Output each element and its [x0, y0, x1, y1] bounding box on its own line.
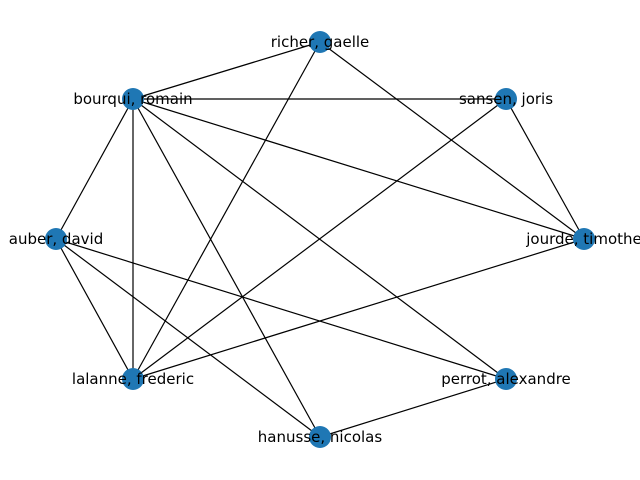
node-richer[interactable]: [309, 31, 331, 53]
node-hanusse[interactable]: [309, 426, 331, 448]
node-label-richer: richer, gaelle: [271, 33, 370, 51]
node-label-hanusse: hanusse, nicolas: [258, 428, 383, 446]
edge-richer-bourqui: [132, 41, 321, 100]
node-label-perrot: perrot, alexandre: [441, 370, 571, 388]
nodes-layer: [45, 31, 595, 448]
edge-auber-hanusse: [55, 238, 321, 438]
node-label-jourde: jourde, timothe: [525, 230, 640, 248]
node-label-bourqui: bourqui, romain: [73, 90, 192, 108]
node-label-auber: auber, david: [9, 230, 103, 248]
edge-perrot-hanusse: [319, 378, 507, 438]
node-jourde[interactable]: [573, 228, 595, 250]
node-lalanne[interactable]: [122, 368, 144, 390]
edge-richer-lalanne: [132, 41, 321, 380]
edge-auber-perrot: [55, 238, 507, 380]
edge-bourqui-hanusse: [132, 98, 321, 438]
node-auber[interactable]: [45, 228, 67, 250]
edge-sansen-jourde: [505, 98, 585, 240]
edge-bourqui-auber: [55, 98, 134, 240]
edge-auber-lalanne: [55, 238, 134, 380]
edge-bourqui-jourde: [132, 98, 585, 240]
edges-layer: [55, 41, 585, 438]
edge-richer-jourde: [319, 41, 585, 240]
labels-layer: richer, gaelle sansen, joris jourde, timot…: [9, 33, 640, 446]
node-sansen[interactable]: [495, 88, 517, 110]
node-label-sansen: sansen, joris: [459, 90, 553, 108]
edge-jourde-lalanne: [132, 238, 585, 380]
node-label-lalanne: lalanne, frederic: [72, 370, 194, 388]
node-perrot[interactable]: [495, 368, 517, 390]
edge-sansen-lalanne: [132, 98, 507, 380]
node-bourqui[interactable]: [122, 88, 144, 110]
